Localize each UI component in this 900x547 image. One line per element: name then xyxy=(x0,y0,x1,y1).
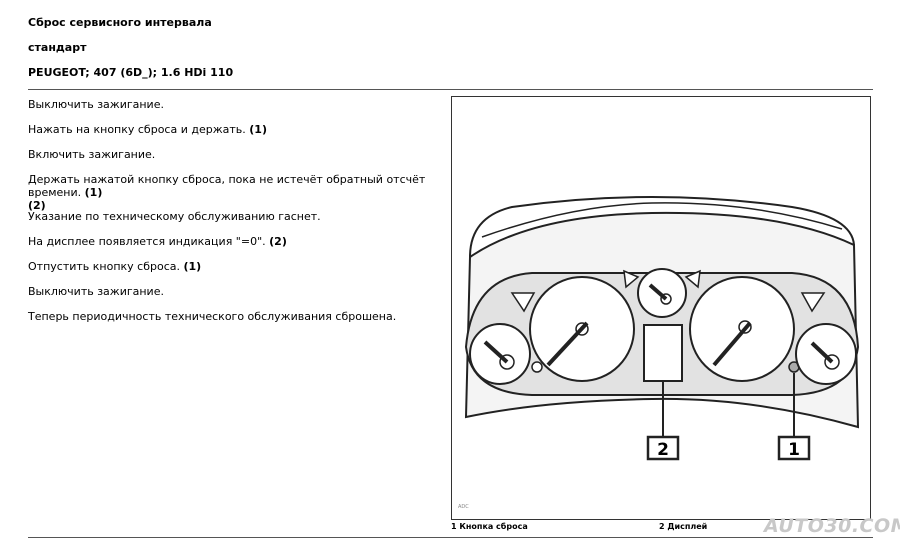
instruction-step-9: Теперь периодичность технического обслуж… xyxy=(28,310,448,323)
step-text: Указание по техническому обслуживанию га… xyxy=(28,210,321,223)
step-text: Держать нажатой кнопку сброса, пока не и… xyxy=(28,173,426,199)
instruction-step-2: Нажать на кнопку сброса и держать. (1) xyxy=(28,123,448,136)
step-text: Включить зажигание. xyxy=(28,148,156,161)
site-watermark: AUTO30.COM xyxy=(764,515,900,537)
step-ref: (2) xyxy=(28,199,46,212)
page-subtitle: стандарт xyxy=(28,41,87,54)
callout-2-label: 2 xyxy=(657,440,669,460)
bottom-divider xyxy=(28,537,873,538)
figure-code: ADC xyxy=(458,504,469,510)
instruction-step-7: Отпустить кнопку сброса. (1) xyxy=(28,260,448,273)
instruction-step-4: Держать нажатой кнопку сброса, пока не и… xyxy=(28,173,448,212)
step-text: Нажать на кнопку сброса и держать. xyxy=(28,123,246,136)
step-ref: (1) xyxy=(84,186,103,199)
instrument-cluster-illustration: 2 1 xyxy=(464,196,860,461)
vehicle-label: PEUGEOT; 407 (6D_); 1.6 HDi 110 xyxy=(28,66,234,79)
instruction-step-5: Указание по техническому обслуживанию га… xyxy=(28,210,448,223)
instruction-step-1: Выключить зажигание. xyxy=(28,98,448,111)
step-text: Теперь периодичность технического обслуж… xyxy=(28,310,397,323)
step-ref: (2) xyxy=(269,235,287,248)
step-text: На дисплее появляется индикация "=0". xyxy=(28,235,266,248)
caption-reset-button: 1 Кнопка сброса xyxy=(451,522,528,531)
callout-2-box xyxy=(646,435,680,461)
instrument-cluster-figure: 2 1 ADC xyxy=(451,96,871,520)
step-ref: (1) xyxy=(249,123,267,136)
callout-1-box xyxy=(777,435,811,461)
instruction-step-8: Выключить зажигание. xyxy=(28,285,448,298)
instruction-step-3: Включить зажигание. xyxy=(28,148,448,161)
page-title: Сброс сервисного интервала xyxy=(28,16,212,29)
top-divider xyxy=(28,89,873,90)
step-text: Отпустить кнопку сброса. xyxy=(28,260,180,273)
caption-display: 2 Дисплей xyxy=(659,522,708,531)
step-ref: (1) xyxy=(183,260,202,273)
step-text: Выключить зажигание. xyxy=(28,285,164,298)
callout-1-label: 1 xyxy=(788,440,800,460)
instruction-step-6: На дисплее появляется индикация "=0". (2… xyxy=(28,235,448,248)
step-text: Выключить зажигание. xyxy=(28,98,164,111)
